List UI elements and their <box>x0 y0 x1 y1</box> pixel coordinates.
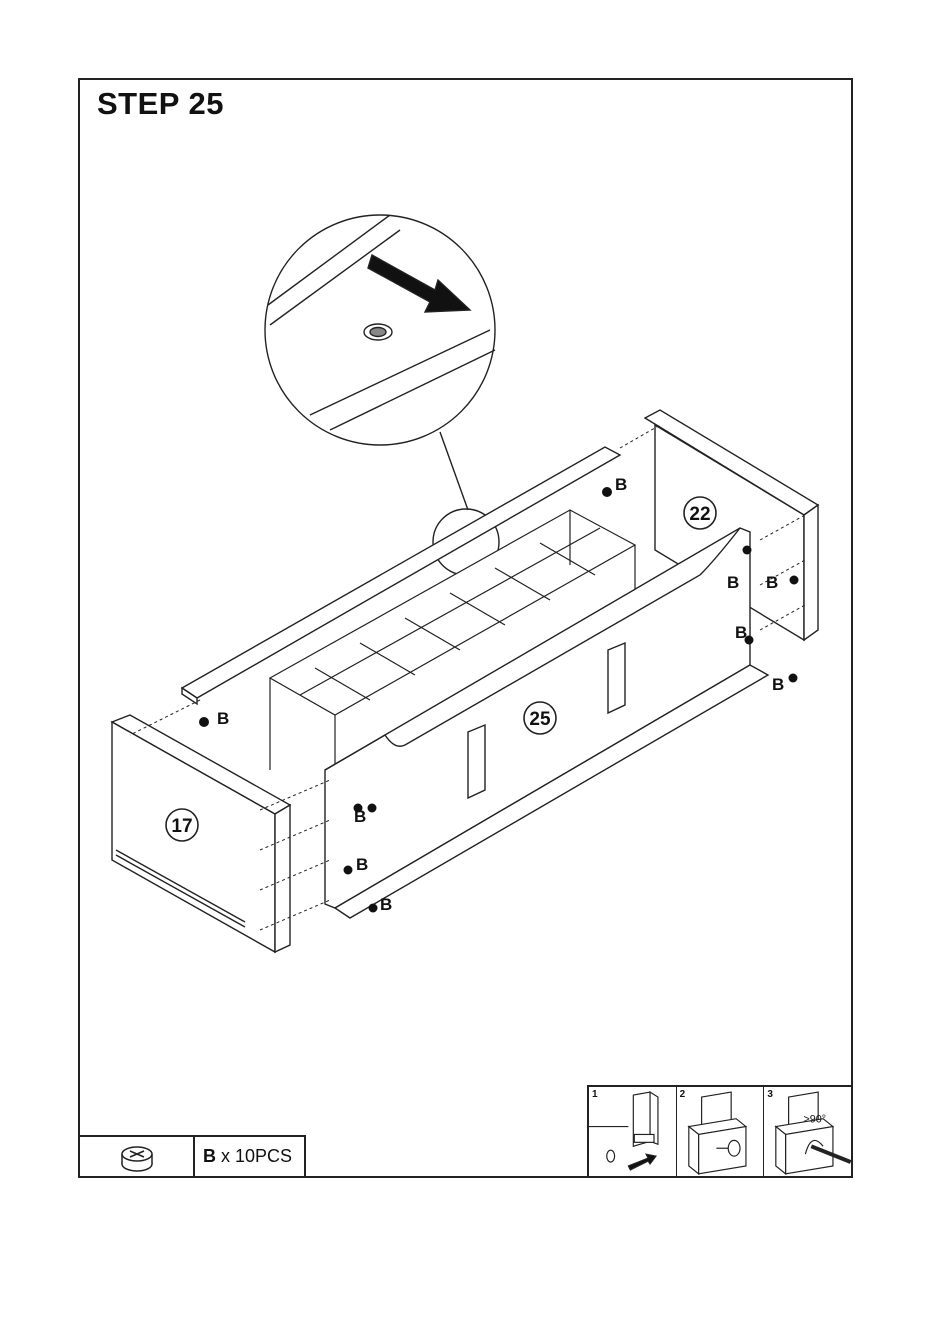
fitting-b-label: B <box>217 709 229 728</box>
install-steps: 1 2 3 >90° <box>587 1085 853 1178</box>
fitting-b-label: B <box>772 675 784 694</box>
insert-dowel-icon <box>589 1087 676 1176</box>
fitting-b-label: B <box>727 573 739 592</box>
parts-list: B x 10PCS <box>78 1135 306 1178</box>
assembly-illustration: 17 22 25 B B B B B B B B B <box>100 210 840 970</box>
rotation-note: >90° <box>804 1114 827 1126</box>
fitting-b-label: B <box>356 855 368 874</box>
panel-22-label: 22 <box>689 504 710 525</box>
step-title: STEP 25 <box>97 86 224 122</box>
parts-quantity: B x 10PCS <box>195 1137 304 1176</box>
parts-code: B <box>203 1146 216 1167</box>
fitting-b-label: B <box>354 807 366 826</box>
install-step-1: 1 <box>589 1087 677 1176</box>
panel-25-label: 25 <box>529 709 551 730</box>
place-cam-icon <box>677 1087 764 1176</box>
fitting-b-label: B <box>380 895 392 914</box>
install-step-2: 2 <box>677 1087 765 1176</box>
cam-lock-icon <box>80 1137 195 1176</box>
panel-17 <box>112 715 290 952</box>
fitting-b-label: B <box>766 573 778 592</box>
fitting-b-label: B <box>615 475 627 494</box>
install-step-3: 3 >90° <box>764 1087 851 1176</box>
tighten-cam-icon: >90° <box>764 1087 851 1176</box>
fitting-b-label: B <box>735 623 747 642</box>
parts-count: x 10PCS <box>221 1146 292 1167</box>
panel-17-label: 17 <box>171 816 192 837</box>
detail-magnifier <box>265 215 499 575</box>
